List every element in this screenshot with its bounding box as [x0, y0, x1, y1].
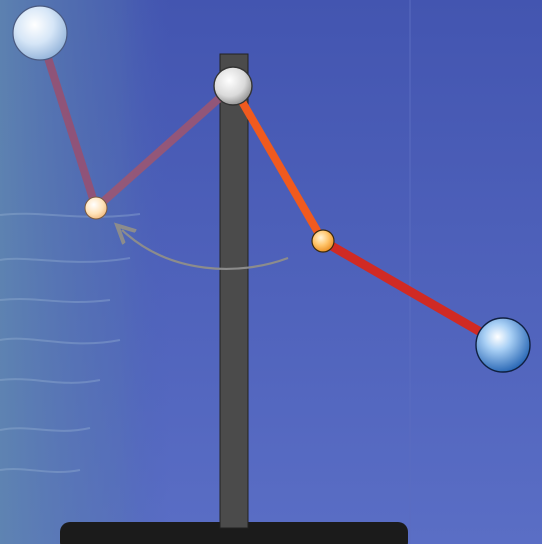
- elbow-joint-icon: [311, 229, 335, 253]
- rotation-arrow-icon: [122, 230, 289, 270]
- lower-arm: [320, 237, 506, 349]
- stand-base: [60, 522, 408, 544]
- pivot-icon: [213, 66, 253, 106]
- bob-mass-icon: [475, 317, 531, 373]
- stand-post: [219, 53, 249, 529]
- sea-photo-strip: [0, 0, 170, 544]
- upper-arm: [229, 83, 327, 244]
- sea-waves: [0, 212, 141, 473]
- ghost-elbow-joint-icon: [84, 196, 108, 220]
- ghost-lower-arm: [36, 31, 100, 210]
- ghost-upper-arm: [93, 83, 236, 211]
- ghost-bob-mass-icon: [12, 5, 68, 61]
